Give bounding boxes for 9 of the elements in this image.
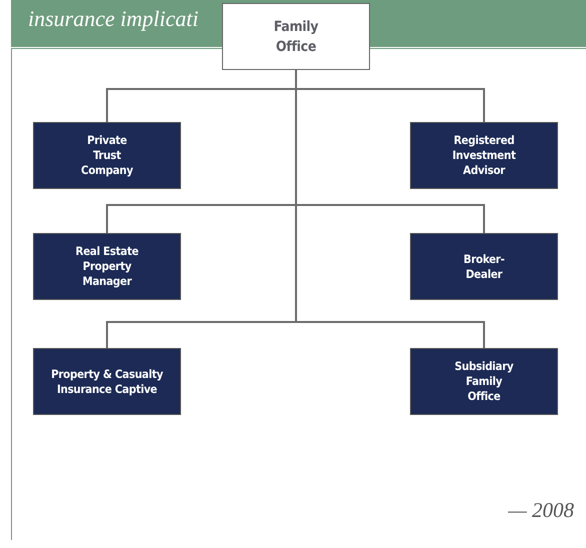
entity-box: Real Estate Property Manager xyxy=(33,233,181,300)
header-text: insurance implicati xyxy=(28,6,198,32)
credit-text: — 2008 xyxy=(508,498,574,523)
entity-box: Broker-Dealer xyxy=(410,233,558,300)
entity-box: Registered Investment Advisor xyxy=(410,122,558,189)
root-box: Family Office xyxy=(222,3,370,70)
entity-box: Private Trust Company xyxy=(33,122,181,189)
entity-box: Property & Casualty Insurance Captive xyxy=(33,348,181,415)
entity-box: Subsidiary Family Office xyxy=(410,348,558,415)
